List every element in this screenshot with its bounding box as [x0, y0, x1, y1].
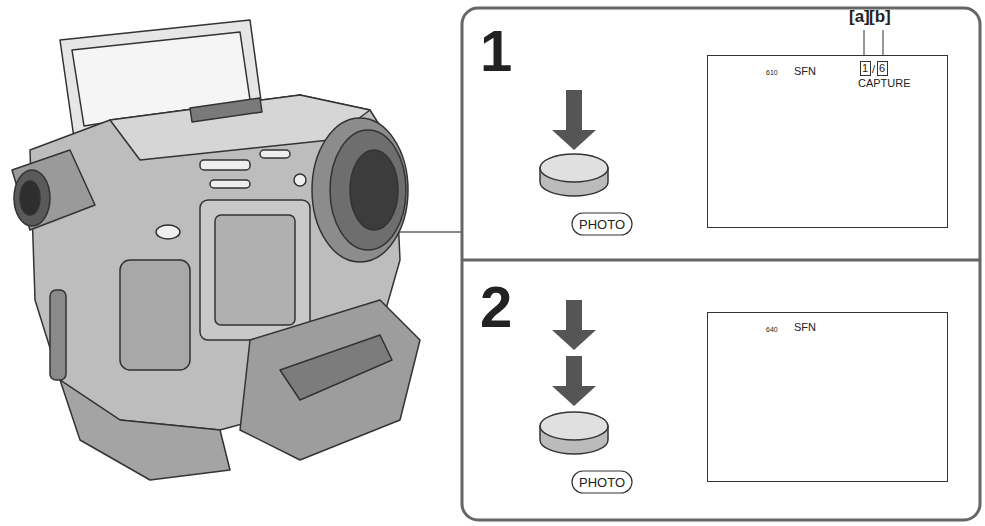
panel-divider [462, 259, 980, 262]
count-box: 1 [860, 61, 871, 76]
image-size-icon-text: 610 [766, 69, 778, 76]
callout-letter: [a] [849, 8, 870, 25]
button-label: PHOTO [579, 476, 625, 489]
photo-button-full-press [540, 300, 632, 493]
image-size-icon-text: 640 [766, 326, 778, 333]
quality-text: SFN [794, 66, 816, 77]
step-number: 1 [480, 22, 512, 80]
quality-text: SFN [794, 322, 816, 333]
callout-letter: [b] [869, 8, 891, 25]
camcorder [12, 20, 420, 480]
slash-text: / [872, 64, 875, 75]
button-label: PHOTO [579, 218, 625, 231]
photo-button-half-press [540, 90, 632, 235]
lcd-screen: 610 SFN / CAPTURE 16 [707, 55, 948, 228]
step-number: 2 [480, 278, 512, 336]
step-panel [462, 8, 980, 520]
count-text: 6 [879, 63, 886, 74]
count-box: 6 [877, 61, 888, 76]
capture-text: CAPTURE [858, 78, 911, 89]
lcd-screen: 640 SFN [707, 312, 948, 482]
count-text: 1 [862, 63, 869, 74]
